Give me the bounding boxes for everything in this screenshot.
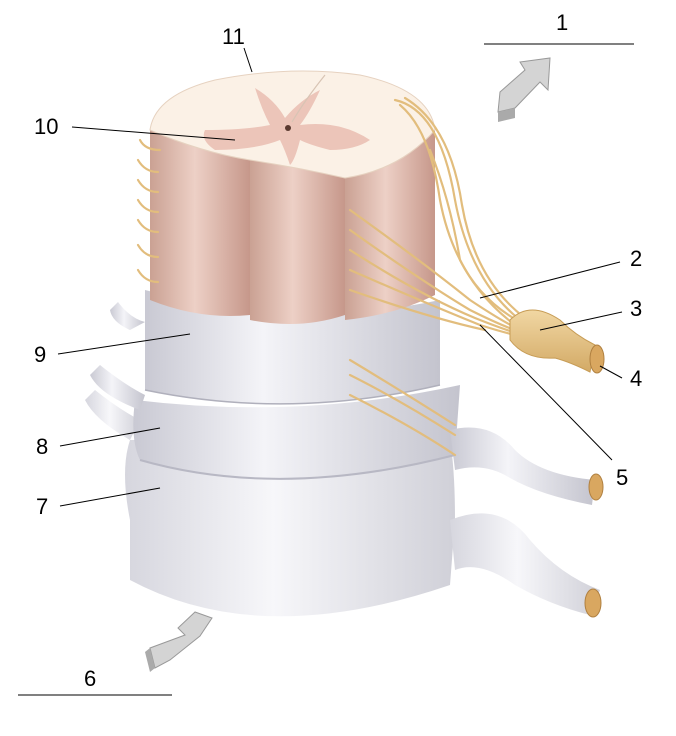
- label-6: 6: [84, 666, 96, 691]
- label-10: 10: [34, 114, 58, 139]
- label-5: 5: [616, 465, 628, 490]
- leader-line-3: [539, 311, 623, 331]
- leader-lines: [18, 43, 634, 696]
- spinal-cord: [149, 70, 436, 324]
- label-1: 1: [556, 10, 568, 35]
- label-2: 2: [630, 246, 642, 271]
- label-11: 11: [222, 24, 245, 49]
- leader-line-5: [479, 324, 613, 461]
- leader-line-7: [59, 487, 161, 507]
- label-3: 3: [630, 296, 642, 321]
- leader-line-10: [71, 126, 236, 141]
- label-7: 7: [36, 494, 48, 519]
- labels: 1 2 3 4 5 6 7 8 9 10 11: [34, 10, 642, 691]
- leader-line-11: [243, 47, 253, 73]
- label-4: 4: [630, 366, 642, 391]
- leader-line-8: [59, 427, 161, 447]
- down-left-arrow-icon: [145, 611, 213, 672]
- up-right-arrow-icon: [497, 57, 551, 122]
- pia-mater-band: [110, 290, 441, 405]
- label-8: 8: [36, 434, 48, 459]
- leader-line-4: [599, 365, 623, 379]
- leader-line-2: [479, 261, 621, 299]
- dura-mater: [85, 390, 602, 618]
- label-9: 9: [34, 342, 46, 367]
- arachnoid-layer: [90, 365, 604, 505]
- leader-line-9: [57, 333, 191, 355]
